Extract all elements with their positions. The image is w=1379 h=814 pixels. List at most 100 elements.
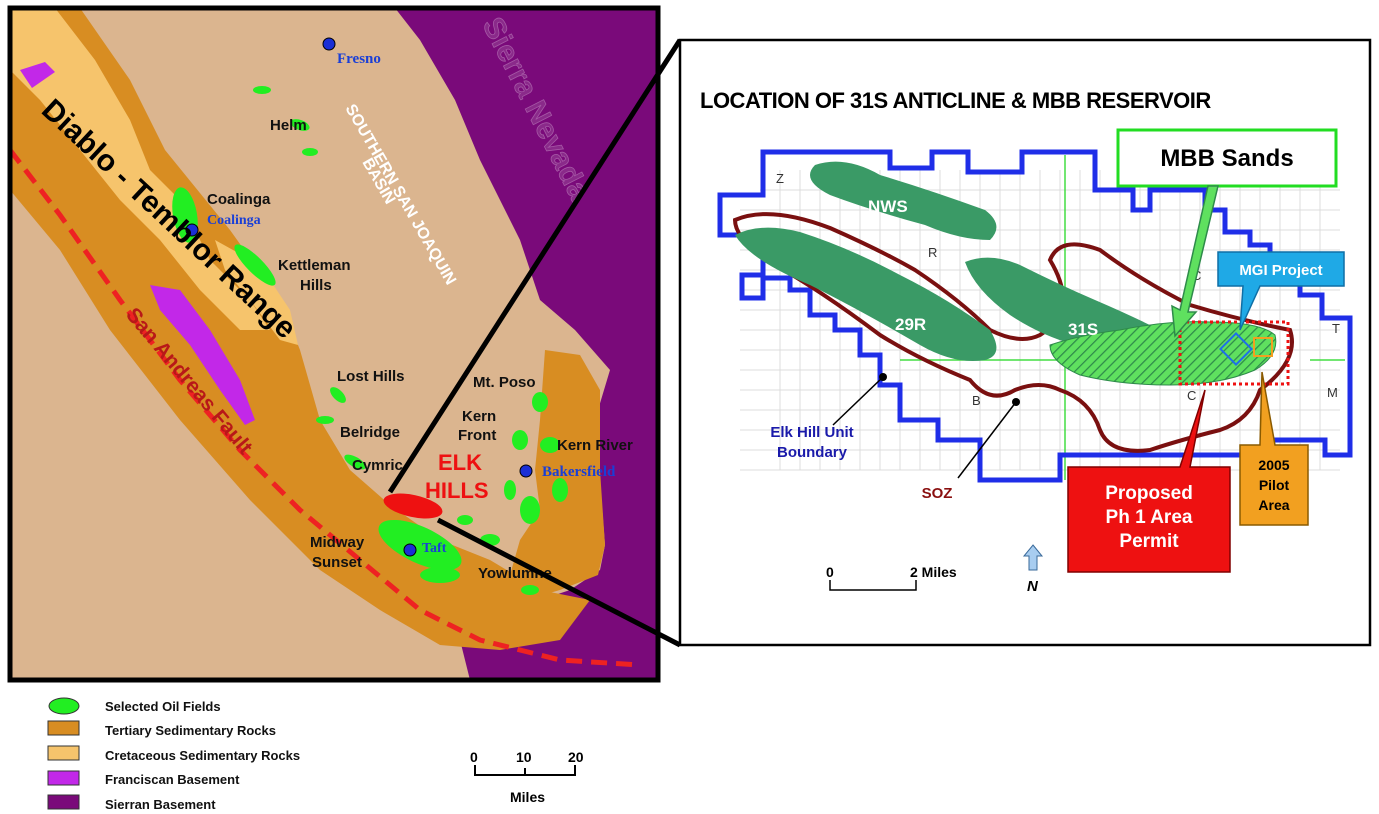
oil-field-kettleman [234, 244, 276, 286]
label-sunset: Sunset [312, 554, 362, 571]
field-nws [810, 161, 997, 240]
oil-field-south-2 [457, 515, 473, 525]
label-kern: Kern [462, 408, 496, 425]
legend-swatch-tertiary [47, 720, 80, 736]
legend-swatch-oil-fields [48, 697, 80, 715]
field-31s-crest [965, 257, 1164, 350]
north-arrow: N [1022, 544, 1044, 595]
regional-scale-0: 0 [470, 749, 478, 765]
label-taft: Taft [422, 541, 447, 556]
label-belridge: Belridge [340, 424, 400, 441]
grid-letter-t: T [1332, 321, 1340, 336]
bakersfield-dot [519, 464, 533, 478]
legend-label-tertiary: Tertiary Sedimentary Rocks [105, 723, 276, 738]
label-helm: Helm [270, 117, 307, 134]
legend-label-franciscan: Franciscan Basement [105, 772, 240, 787]
label-front: Front [458, 427, 496, 444]
oil-field-east-1 [552, 478, 568, 502]
oil-field-helm-3 [302, 148, 318, 156]
legend: Selected Oil Fields Tertiary Sedimentary… [47, 697, 584, 812]
legend-label-oil-fields: Selected Oil Fields [105, 699, 221, 714]
regional-map: Fresno Helm Coalinga Coalinga Kettleman … [7, 5, 661, 683]
regional-scale-unit: Miles [510, 789, 545, 805]
pilot-line-3: Area [1258, 497, 1289, 513]
mgi-project-box [1219, 332, 1253, 366]
fresno-dot [322, 37, 336, 51]
unit-boundary-line-2: Boundary [777, 444, 848, 461]
proposed-ph1-area-outline [1178, 320, 1290, 386]
north-arrow-icon [1022, 544, 1044, 571]
oil-field-helm [253, 86, 271, 94]
label-elk: ELK [438, 450, 482, 475]
oil-field-east-3 [504, 480, 516, 500]
label-bakersfield: Bakersfield [542, 464, 616, 480]
mbb-sands-arrow [1171, 185, 1219, 338]
inset-scale-bar: 0 2 Miles [826, 564, 957, 591]
label-midway: Midway [310, 534, 365, 551]
grid-letter-m: M [1327, 385, 1338, 400]
label-nws: NWS [868, 197, 908, 216]
oil-field-taft-area [420, 567, 460, 583]
oil-field-helm-2 [290, 119, 310, 131]
unit-boundary-line-1: Elk Hill Unit [770, 424, 853, 441]
oil-field-kern-front [512, 430, 528, 450]
oil-field-belridge [316, 416, 334, 424]
pilot-area-box [1253, 337, 1273, 357]
regional-scale-bar: 0 10 20 Miles [470, 749, 584, 805]
legend-label-cretaceous: Cretaceous Sedimentary Rocks [105, 748, 300, 763]
unit-boundary-leader [832, 376, 884, 426]
proposed-ph1-callout [1067, 389, 1231, 573]
soz-leader-dot [1012, 398, 1020, 406]
oil-field-midway-sunset [378, 519, 462, 571]
label-coalinga-field: Coalinga [207, 191, 271, 208]
oil-field-mt-poso [532, 392, 548, 412]
legend-swatch-cretaceous [47, 745, 80, 761]
proposed-line-3: Permit [1119, 531, 1179, 552]
label-mt-poso: Mt. Poso [473, 374, 536, 391]
cretaceous-strip [10, 8, 270, 330]
regional-scale-20: 20 [568, 749, 584, 765]
oil-field-kern-river [540, 437, 560, 453]
mbb-sands-text: MBB Sands [1160, 145, 1293, 172]
oil-field-cymric [344, 454, 366, 470]
regional-map-frame [7, 5, 661, 683]
soz-label: SOZ [922, 485, 953, 502]
coalinga-dot [185, 223, 199, 237]
mgi-project-callout [1217, 251, 1345, 331]
label-hills: Hills [300, 277, 332, 294]
soz-leader [957, 401, 1017, 479]
label-kettleman: Kettleman [278, 257, 351, 274]
label-kern-river: Kern River [557, 437, 633, 454]
pilot-line-2: Pilot [1259, 477, 1290, 493]
franciscan-basement-south [150, 285, 255, 425]
oil-field-yowlumne [521, 585, 539, 595]
grid-letter-b: B [972, 393, 981, 408]
label-29r: 29R [895, 315, 926, 334]
label-coalinga-city: Coalinga [207, 213, 261, 228]
legend-swatch-sierran [47, 794, 80, 810]
oil-field-east-2 [520, 496, 540, 524]
grid-letter-z: Z [776, 171, 784, 186]
label-31s: 31S [1068, 320, 1098, 339]
soz-outline [732, 212, 1294, 453]
mbb-sands-callout [1116, 128, 1338, 188]
elk-hills-unit-boundary [717, 149, 1353, 483]
legend-swatch-franciscan [47, 770, 80, 786]
oil-field-lost-hills [330, 387, 346, 403]
tertiary-east-belt [510, 350, 605, 600]
inset-scale-zero: 0 [826, 564, 834, 580]
inset-scale-two: 2 Miles [910, 564, 957, 580]
label-elk-hills: HILLS [425, 478, 489, 503]
inset-map: LOCATION OF 31S ANTICLINE & MBB RESERVOI… [678, 38, 1372, 647]
north-label: N [1027, 578, 1039, 595]
label-lost-hills: Lost Hills [337, 368, 405, 385]
proposed-line-2: Ph 1 Area [1106, 507, 1193, 528]
label-fresno: Fresno [337, 51, 381, 67]
connector-line-top [387, 38, 683, 494]
pilot-area-callout [1239, 371, 1309, 526]
franciscan-basement-north [20, 62, 55, 88]
taft-dot [403, 543, 417, 557]
unit-boundary-leader-dot [879, 373, 887, 381]
regional-scale-10: 10 [516, 749, 532, 765]
